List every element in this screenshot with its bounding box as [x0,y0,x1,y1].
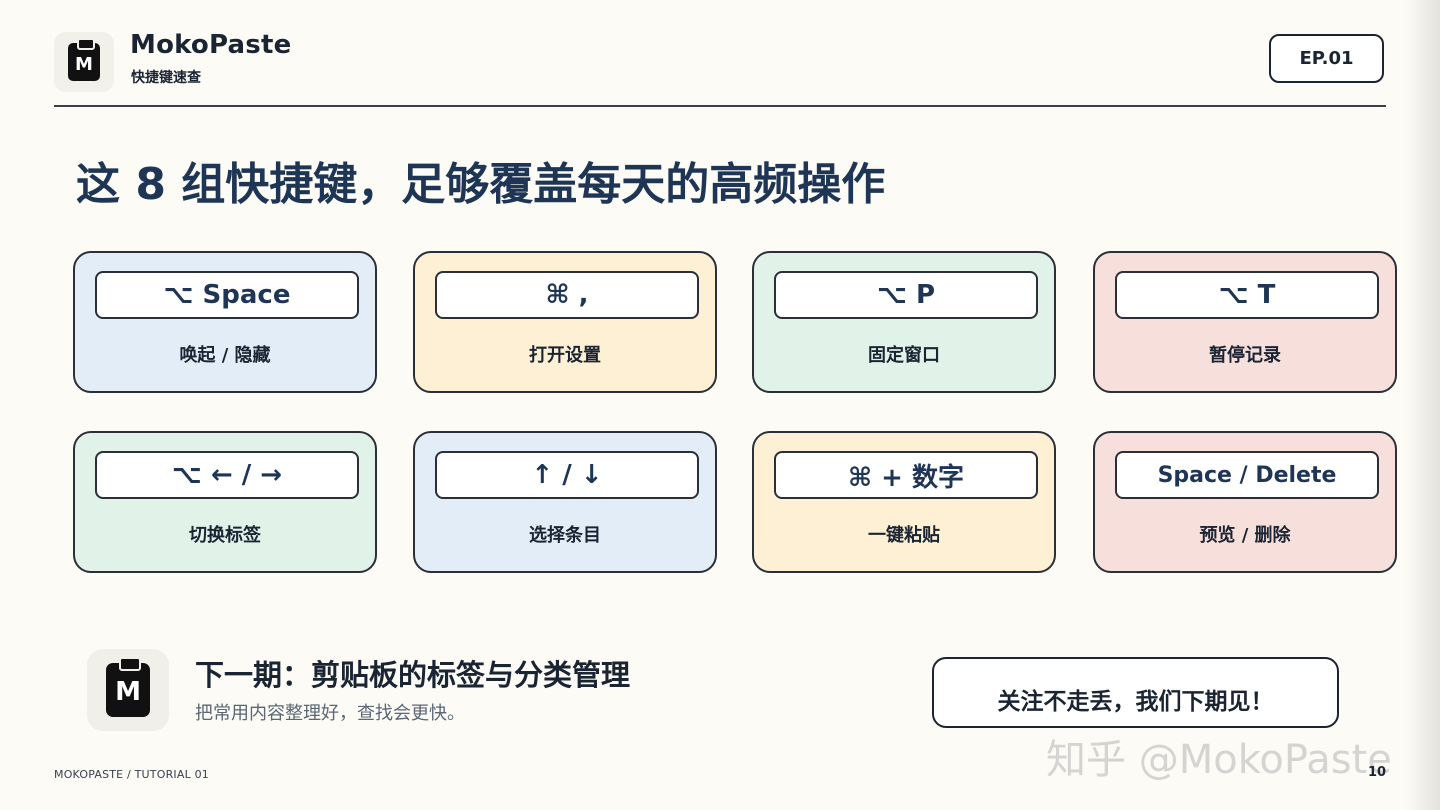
shortcut-keys: ⌘ + 数字 [774,451,1038,499]
shortcut-card-select: ↑ / ↓ 选择条目 [413,431,717,573]
header-divider [54,105,1386,107]
clipboard-icon: M [68,38,100,81]
shortcut-keys: ⌥ Space [95,271,359,319]
follow-callout: 关注不走丢，我们下期见！ [932,657,1339,728]
page-number: 10 [1368,765,1387,780]
shortcut-keys: ⌥ P [774,271,1038,319]
shortcut-label: 唤起 / 隐藏 [179,345,271,366]
shortcut-label: 暂停记录 [1209,345,1281,366]
next-episode-subtitle: 把常用内容整理好，查找会更快。 [195,703,465,724]
app-logo: M [54,32,114,92]
footer-series: MOKOPASTE / TUTORIAL 01 [54,768,210,781]
shortcut-card-settings: ⌘ , 打开设置 [413,251,717,393]
app-title: MokoPaste [130,30,292,60]
edge-shade [1406,0,1440,810]
shortcut-label: 一键粘贴 [868,525,940,546]
shortcut-card-toggle: ⌥ Space 唤起 / 隐藏 [73,251,377,393]
shortcut-card-switch-tab: ⌥ ← / → 切换标签 [73,431,377,573]
shortcut-keys: ↑ / ↓ [435,451,699,499]
app-subtitle: 快捷键速查 [131,70,201,86]
watermark: 知乎 @MokoPaste [1046,737,1392,783]
next-episode-logo: M [87,649,169,731]
shortcut-keys: ⌥ ← / → [95,451,359,499]
shortcut-card-pause: ⌥ T 暂停记录 [1093,251,1397,393]
shortcut-keys: ⌥ T [1115,271,1379,319]
shortcut-label: 切换标签 [189,525,261,546]
shortcut-card-preview-delete: Space / Delete 预览 / 删除 [1093,431,1397,573]
shortcut-card-paste: ⌘ + 数字 一键粘贴 [752,431,1056,573]
shortcut-label: 固定窗口 [868,345,940,366]
shortcut-label: 选择条目 [529,525,601,546]
episode-badge: EP.01 [1269,34,1384,83]
shortcut-label: 打开设置 [529,345,601,366]
logo-letter: M [75,53,93,75]
shortcut-keys: Space / Delete [1115,451,1379,499]
shortcut-label: 预览 / 删除 [1199,525,1291,546]
shortcut-keys: ⌘ , [435,271,699,319]
clipboard-icon: M [106,657,150,717]
logo-letter: M [115,677,141,707]
page-headline: 这 8 组快捷键，足够覆盖每天的高频操作 [76,159,886,210]
next-episode-title: 下一期：剪贴板的标签与分类管理 [195,658,631,692]
shortcut-card-pin: ⌥ P 固定窗口 [752,251,1056,393]
